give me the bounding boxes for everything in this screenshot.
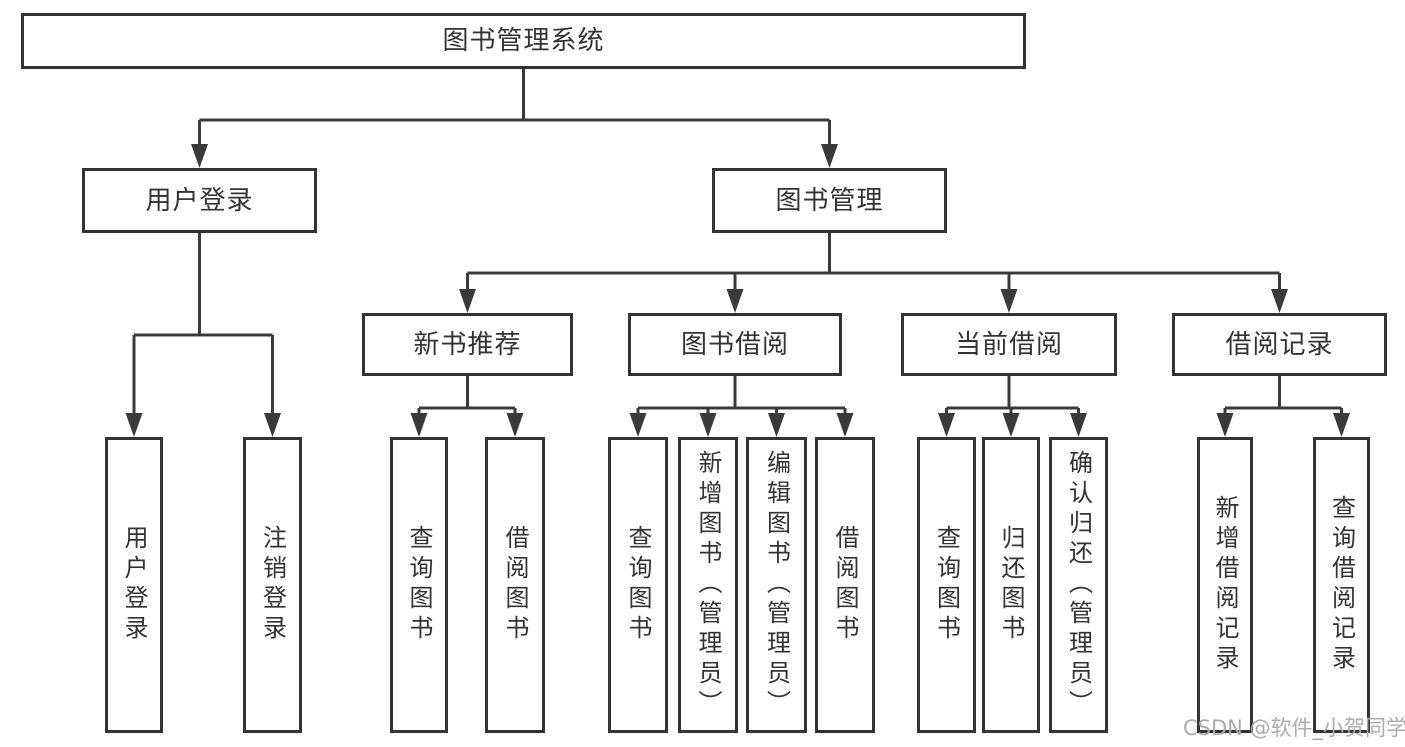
connector-book-borrow-children: [629, 376, 854, 437]
leaf-query-borrow-record: 查询借阅记录: [1313, 437, 1370, 733]
leaf-logout-label: 注销登录: [258, 525, 287, 645]
leaf-query-book-recommend-label: 查询图书: [405, 525, 433, 645]
leaf-query-book-borrow-label: 查询图书: [624, 525, 652, 645]
node-user-login: 用户登录: [82, 168, 317, 233]
node-borrow-records-label: 借阅记录: [1225, 329, 1334, 360]
leaf-logout: 注销登录: [243, 437, 302, 733]
leaf-add-borrow-record: 新增借阅记录: [1197, 437, 1253, 733]
node-root: 图书管理系统: [21, 13, 1026, 69]
connector-new-book-children: [410, 376, 524, 437]
leaf-borrow-book-recommend: 借阅图书: [485, 437, 545, 733]
connector-borrow-records-children: [1216, 376, 1350, 437]
node-current-borrow-label: 当前借阅: [954, 329, 1063, 360]
leaf-confirm-return-admin-label: 确认归还（管理员）: [1064, 450, 1093, 720]
leaf-borrow-book-label: 借阅图书: [831, 525, 859, 645]
leaf-borrow-book: 借阅图书: [815, 437, 875, 733]
leaf-add-book-admin-label: 新增图书（管理员）: [694, 450, 722, 720]
leaf-query-book-recommend: 查询图书: [390, 437, 448, 733]
node-book-borrow: 图书借阅: [628, 313, 842, 376]
leaf-return-book-label: 归还图书: [997, 525, 1025, 645]
leaf-borrow-book-recommend-label: 借阅图书: [501, 525, 529, 645]
csdn-watermark: CSDN @软件_小贺同学: [1183, 716, 1405, 740]
connector-root-to-level2: [191, 69, 838, 168]
node-book-borrow-label: 图书借阅: [680, 329, 789, 360]
node-new-book-recommend-label: 新书推荐: [413, 329, 522, 360]
leaf-user-login: 用户登录: [105, 437, 163, 733]
leaf-user-login-label: 用户登录: [120, 525, 148, 645]
leaf-confirm-return-admin: 确认归还（管理员）: [1049, 437, 1108, 733]
node-borrow-records: 借阅记录: [1172, 313, 1387, 376]
leaf-query-book-current-label: 查询图书: [932, 525, 961, 645]
leaf-add-book-admin: 新增图书（管理员）: [678, 437, 738, 733]
leaf-add-borrow-record-label: 新增借阅记录: [1211, 495, 1239, 675]
node-book-mgmt-label: 图书管理: [775, 185, 884, 216]
connector-user-login-children: [125, 233, 281, 437]
node-user-login-label: 用户登录: [145, 185, 254, 216]
connector-book-mgmt-children: [459, 233, 1288, 313]
leaf-return-book: 归还图书: [982, 437, 1040, 733]
node-root-label: 图书管理系统: [442, 26, 605, 56]
leaf-query-book-borrow: 查询图书: [608, 437, 668, 733]
leaf-query-book-current: 查询图书: [917, 437, 976, 733]
leaf-edit-book-admin-label: 编辑图书（管理员）: [762, 450, 791, 720]
leaf-edit-book-admin: 编辑图书（管理员）: [746, 437, 807, 733]
node-book-mgmt: 图书管理: [712, 168, 947, 233]
leaf-query-borrow-record-label: 查询借阅记录: [1327, 495, 1356, 675]
connector-current-borrow-children: [938, 376, 1087, 437]
node-new-book-recommend: 新书推荐: [362, 313, 573, 376]
node-current-borrow: 当前借阅: [901, 313, 1117, 376]
